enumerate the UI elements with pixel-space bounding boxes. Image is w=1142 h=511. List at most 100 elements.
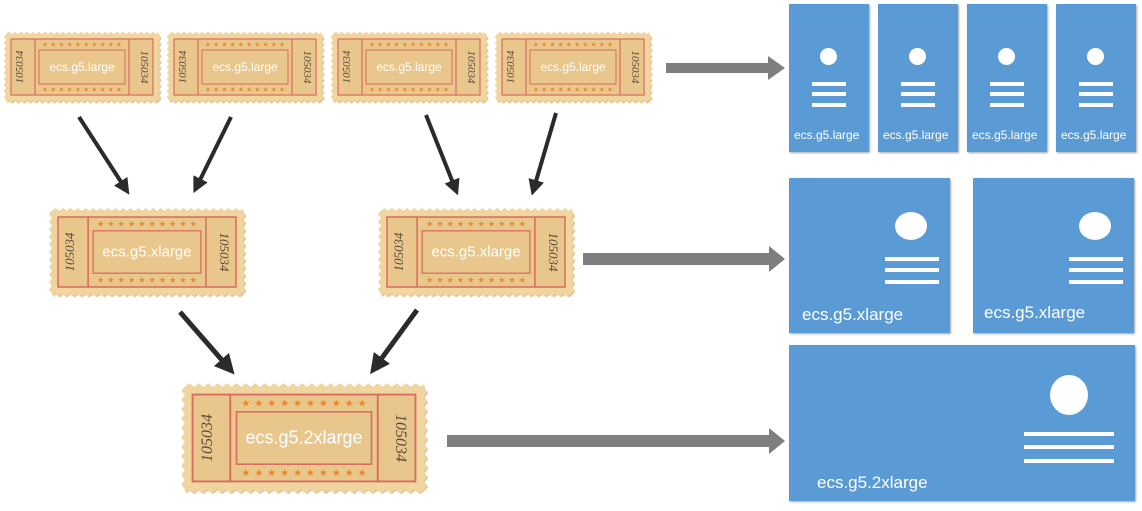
star-icon [607, 87, 613, 92]
ticket-label: ecs.g5.large [540, 60, 606, 74]
star-icon [83, 42, 89, 47]
star-icon [345, 399, 353, 407]
star-icon [319, 469, 327, 476]
star-icon [169, 220, 176, 227]
ticket-2xlarge: 105034 ecs.g5.2xlarge 105034 [180, 382, 429, 495]
star-icon [255, 87, 260, 92]
star-icon [246, 87, 252, 92]
star-icon [419, 42, 424, 47]
star-icon [369, 87, 375, 92]
star-icon [138, 220, 145, 227]
star-icon [427, 87, 432, 92]
star-icon [457, 220, 464, 227]
merge-arrow-icon [178, 310, 235, 375]
server-icon [990, 48, 1024, 116]
star-icon [42, 42, 48, 47]
star-icon [509, 220, 515, 227]
star-icon [369, 42, 375, 47]
star-icon [67, 87, 72, 92]
star-icon [205, 42, 211, 47]
ticket-serial-right: 105034 [629, 50, 641, 84]
star-icon [447, 277, 454, 283]
star-icon [238, 87, 244, 92]
instance-large-3: ecs.g5.large [967, 4, 1047, 152]
star-icon [394, 87, 399, 92]
star-icon [498, 220, 505, 227]
star-icon [108, 220, 114, 227]
star-icon [358, 469, 366, 476]
star-icon [50, 87, 56, 92]
star-icon [419, 87, 424, 92]
star-icon [566, 87, 572, 92]
star-icon [478, 277, 485, 283]
star-icon [190, 220, 197, 227]
instance-large-4: ecs.g5.large [1056, 4, 1136, 152]
star-icon [509, 277, 515, 283]
star-icon [583, 87, 588, 92]
instance-large-2: ecs.g5.large [878, 4, 958, 152]
merge-arrow-icon [424, 114, 460, 196]
instance-label: ecs.g5.xlarge [984, 303, 1086, 322]
star-icon [242, 469, 250, 476]
star-icon [108, 87, 114, 92]
star-icon [533, 87, 539, 92]
star-icon [457, 277, 464, 283]
ticket-serial-right: 105034 [392, 414, 409, 462]
star-icon [180, 220, 186, 227]
star-icon [108, 42, 114, 47]
star-icon [345, 469, 353, 476]
star-icon [92, 87, 97, 92]
star-icon [583, 42, 588, 47]
instance-label: ecs.g5.large [794, 128, 860, 142]
star-icon [293, 469, 302, 476]
star-icon [281, 469, 289, 476]
star-icon [108, 277, 114, 283]
star-icon [467, 277, 474, 283]
star-icon [541, 42, 547, 47]
star-icon [205, 87, 211, 92]
star-icon [410, 87, 416, 92]
ticket-icon [49, 208, 247, 298]
ticket-label: ecs.g5.xlarge [102, 243, 192, 261]
ticket-label: ecs.g5.xlarge [431, 243, 521, 261]
star-icon [190, 277, 197, 283]
star-icon [558, 42, 563, 47]
star-icon [377, 42, 383, 47]
star-icon [427, 42, 432, 47]
right-arrow-icon [447, 428, 785, 454]
star-icon [607, 42, 613, 47]
star-icon [268, 399, 276, 407]
star-icon [271, 87, 277, 92]
star-icon [574, 87, 580, 92]
star-icon [169, 277, 176, 283]
star-icon [263, 42, 268, 47]
star-icon [467, 220, 474, 227]
ticket-xlarge-2: 105034 ecs.g5.xlarge 105034 [377, 207, 576, 298]
ticket-label: ecs.g5.large [376, 60, 442, 74]
ticket-serial-right: 105034 [217, 232, 232, 272]
star-icon [100, 42, 105, 47]
star-icon [222, 87, 227, 92]
star-icon [447, 220, 454, 227]
ticket-icon [494, 31, 653, 104]
star-icon [402, 87, 408, 92]
star-icon [591, 87, 596, 92]
star-icon [306, 469, 315, 476]
ticket-icon [330, 31, 489, 104]
star-icon [443, 42, 449, 47]
star-icon [149, 277, 156, 283]
star-icon [97, 220, 104, 227]
ticket-serial-right: 105034 [301, 50, 313, 84]
star-icon [159, 277, 166, 283]
instance-2xlarge: ecs.g5.2xlarge [789, 345, 1135, 501]
star-icon [377, 87, 383, 92]
star-icon [255, 469, 263, 476]
star-icon [138, 277, 145, 283]
star-icon [279, 42, 285, 47]
star-icon [410, 42, 416, 47]
merge-arrow-icon [370, 308, 420, 375]
star-icon [550, 42, 555, 47]
star-icon [242, 399, 250, 407]
star-icon [279, 87, 285, 92]
star-icon [92, 42, 97, 47]
